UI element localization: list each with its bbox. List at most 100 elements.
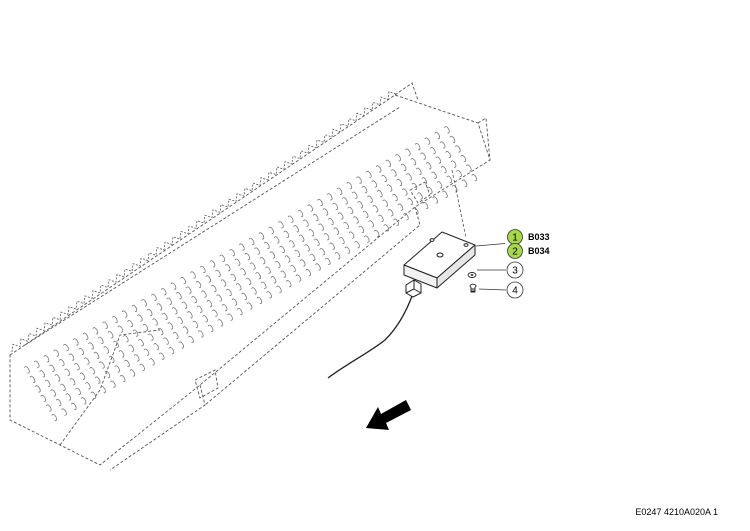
conveyor-rung [265, 266, 271, 274]
conveyor-rung [70, 402, 77, 410]
callout-2-label: B034 [528, 246, 550, 256]
conveyor-rung [434, 131, 440, 139]
conveyor-rung [382, 199, 388, 207]
conveyor-rung [259, 257, 266, 265]
conveyor-rung [383, 224, 390, 232]
conveyor-rung [220, 279, 227, 287]
conveyor-rung [192, 320, 199, 328]
conveyor-rung [328, 218, 334, 226]
conveyor-rung [219, 254, 226, 262]
conveyor-rung [308, 229, 315, 237]
conveyor-rung [117, 325, 124, 333]
conveyor-rung [221, 304, 228, 312]
conveyor-rung [146, 308, 153, 316]
conveyor-rung [446, 175, 453, 183]
callout-1-number: 1 [512, 233, 518, 244]
conveyor-rung [273, 236, 280, 244]
conveyor-rung [93, 351, 100, 359]
conveyor-rung [420, 152, 426, 160]
conveyor-rung [201, 290, 207, 298]
conveyor-rung [168, 347, 175, 355]
conveyor-rung [205, 275, 212, 283]
conveyor-rung [347, 206, 354, 214]
conveyor-rung [186, 311, 193, 319]
conveyor-frame [9, 82, 491, 471]
conveyor-rung [305, 269, 311, 277]
conveyor-rung [143, 348, 150, 356]
conveyor-rung [133, 354, 140, 362]
conveyor-rung [405, 148, 411, 156]
conveyor-rung [440, 166, 447, 174]
conveyor-rung [178, 341, 185, 349]
conveyor-rung [156, 303, 163, 311]
conveyor-rung [396, 178, 403, 186]
conveyor-rung [422, 202, 429, 210]
conveyor-rung [333, 227, 340, 235]
conveyor-rung [24, 366, 30, 374]
sensor-connector [405, 279, 422, 298]
callout-4: 4 [506, 281, 524, 299]
conveyor-rung [378, 214, 384, 222]
conveyor-rung [455, 145, 461, 153]
conveyor-rung [171, 307, 178, 315]
conveyor-rung [386, 184, 393, 192]
conveyor-rung [158, 352, 165, 360]
conveyor-rung [227, 313, 233, 321]
conveyor-rung [266, 291, 272, 299]
conveyor-rung [64, 368, 70, 376]
conveyor-rung [44, 379, 51, 387]
conveyor-rungs [24, 126, 478, 422]
drawing-reference: E0247 4210A020A 1 [635, 507, 718, 517]
conveyor-rung [181, 301, 188, 309]
screw [469, 283, 477, 293]
conveyor-rung [129, 369, 136, 377]
conveyor-rung [312, 214, 319, 222]
conveyor-rung [240, 268, 246, 276]
conveyor-rung [74, 363, 80, 371]
conveyor-rung [89, 367, 95, 375]
callout-1-label: B033 [528, 232, 550, 242]
conveyor-rung [393, 218, 399, 226]
conveyor-rung [170, 282, 177, 290]
callout-4-leader [478, 288, 507, 291]
conveyor-rung [356, 176, 362, 184]
conveyor-rung [190, 271, 196, 279]
conveyor-rung [285, 280, 292, 288]
conveyor-rung [456, 170, 462, 178]
conveyor-rung [294, 249, 301, 257]
conveyor-rung [157, 328, 164, 336]
conveyor-rung [166, 297, 172, 305]
conveyor-rung [122, 335, 129, 343]
conveyor-rung [353, 216, 359, 224]
conveyor-rung [323, 233, 330, 241]
conveyor-rung [295, 274, 302, 282]
conveyor-rung [138, 339, 144, 347]
conveyor-rung [151, 293, 157, 301]
conveyor-rung [400, 163, 407, 171]
conveyor-rung [99, 361, 105, 369]
conveyor-rung [449, 135, 456, 143]
conveyor-rung [153, 343, 160, 351]
conveyor-rung [103, 346, 110, 354]
conveyor-rung [397, 203, 404, 211]
conveyor-rung [152, 318, 158, 326]
washer [467, 272, 477, 278]
conveyor-rung [121, 310, 128, 318]
conveyor-rung [276, 285, 282, 293]
conveyor-rung [299, 259, 306, 267]
conveyor-rung [224, 264, 231, 272]
conveyor-rung [344, 246, 351, 254]
conveyor-rung [29, 375, 36, 383]
conveyor-rung [407, 198, 413, 206]
conveyor-rung [332, 202, 339, 210]
callout-1-2-leader [475, 243, 506, 247]
sensor-leader-line [451, 169, 467, 239]
conveyor-rung [410, 158, 417, 166]
conveyor-rung [197, 330, 204, 338]
conveyor-rung [329, 242, 335, 250]
conveyor-rung [326, 193, 333, 201]
conveyor-rung [104, 371, 111, 379]
conveyor-rung [35, 385, 41, 393]
conveyor-rung [60, 383, 66, 391]
